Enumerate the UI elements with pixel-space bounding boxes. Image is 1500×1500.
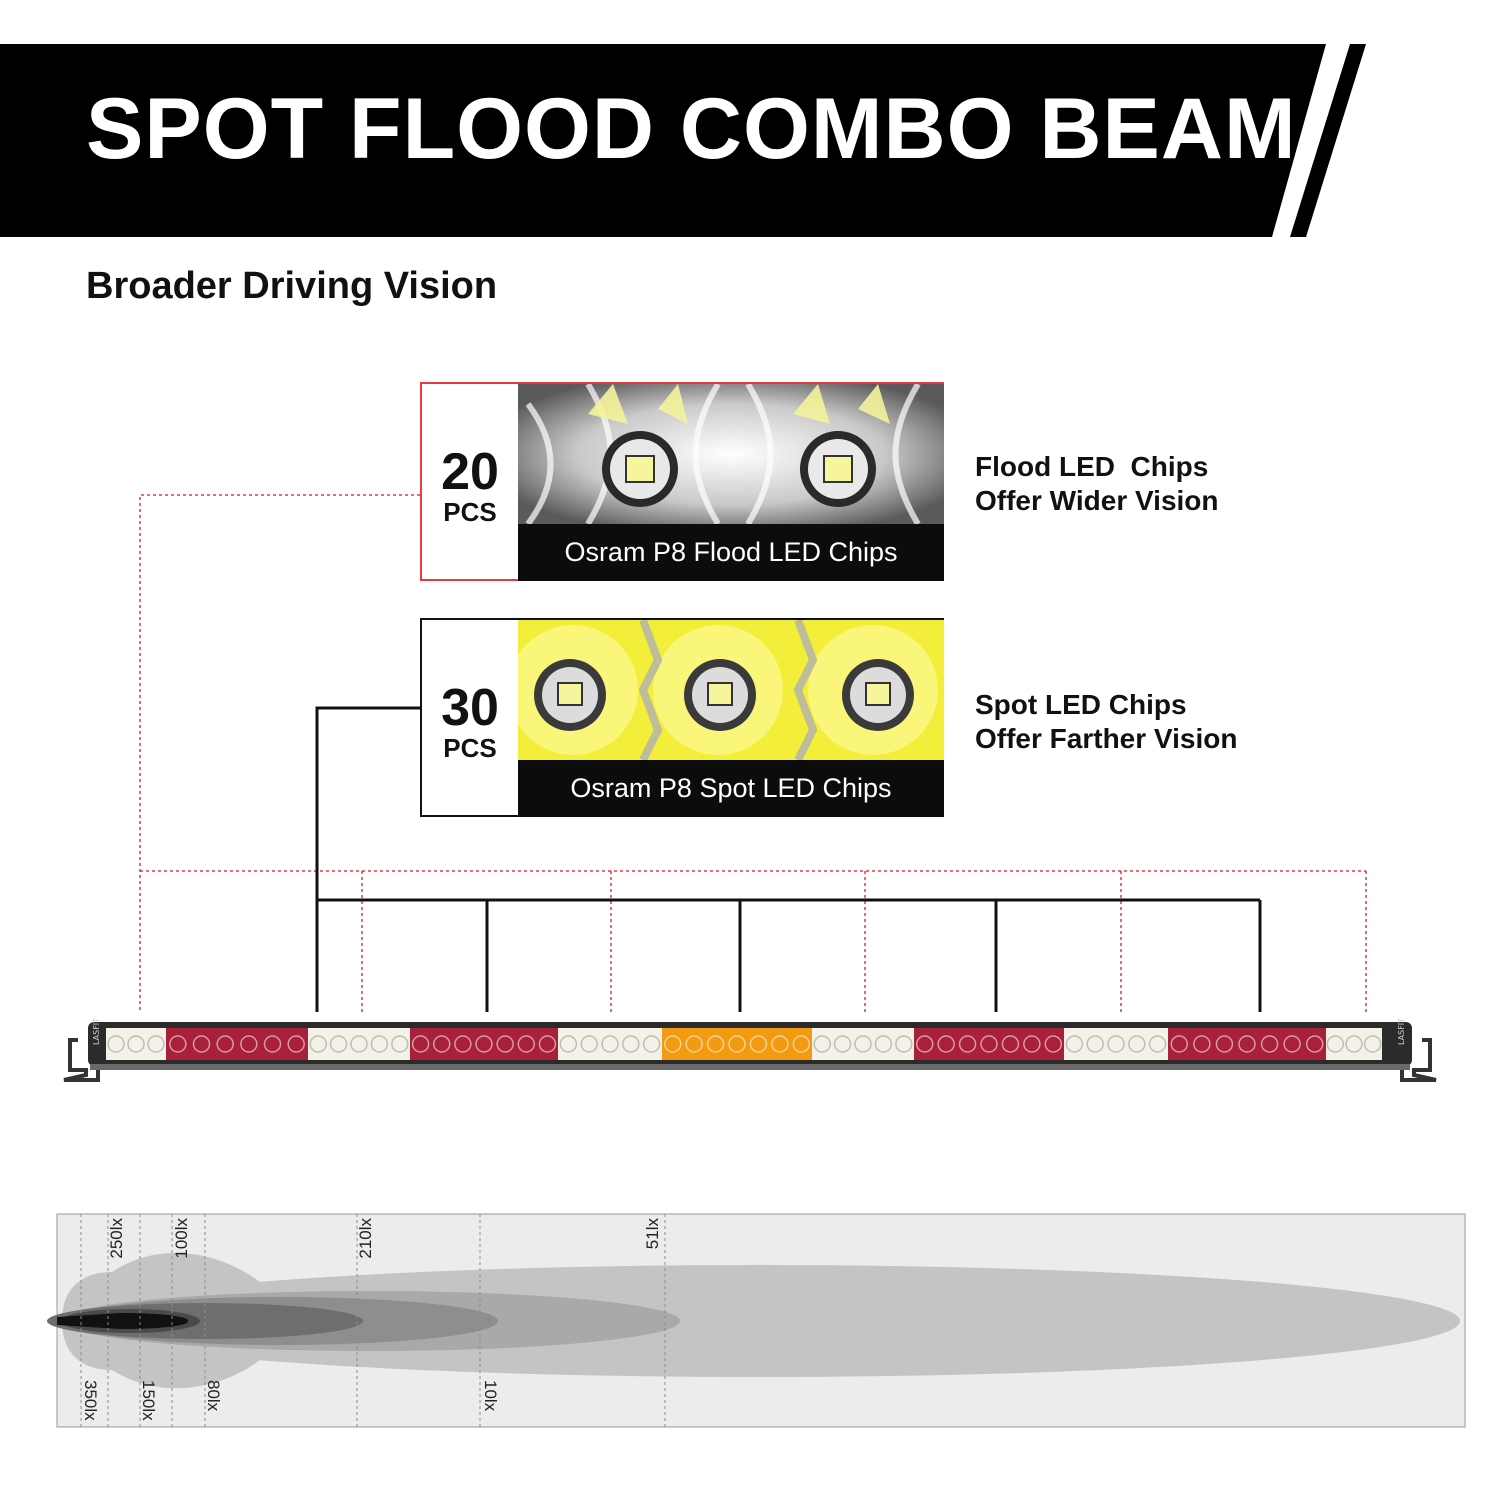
spot-desc-line-1: Spot LED Chips [975,689,1187,720]
flood-count-unit: PCS [443,497,497,527]
beam-source [57,1313,189,1329]
spot-led-3 [842,659,914,731]
spot-desc-line-2: Offer Farther Vision [975,723,1238,754]
light-bar-segment-white [1326,1028,1382,1060]
light-bar-segment-white [558,1028,662,1060]
banner-stripe [1290,44,1366,237]
light-bar-segment-white [812,1028,914,1060]
light-bar-segment-flood [166,1028,308,1060]
flood-connectors [139,494,1367,1012]
light-bar: LASFIT LASFIT [63,1018,1437,1082]
spot-led-2 [684,659,756,731]
lux-label-bottom-2: 150lx [139,1380,158,1421]
lux-label-bottom-1: 350lx [81,1380,100,1421]
page-title: SPOT FLOOD COMBO BEAM [86,81,1297,177]
spot-chip-panel: 30 PCS Osram P8 Spot LED Chips [420,618,944,817]
light-bar-segment-spot [662,1028,812,1060]
flood-desc-line-2: Offer Wider Vision [975,485,1219,516]
light-bar-segment-white [1064,1028,1168,1060]
light-bar-brand-left: LASFIT [92,1018,101,1045]
flood-chip-photo [518,384,944,524]
flood-chip-panel: 20 PCS Osram P8 Flood LED Chips [420,382,944,581]
lux-label-top-3: 210lx [356,1218,375,1259]
flood-chip-count: 20 PCS [422,446,518,527]
left-mount-bracket [63,1038,100,1082]
lux-label-bottom-3: 80lx [204,1380,223,1412]
spot-chip-caption: Osram P8 Spot LED Chips [518,760,944,817]
light-bar-segment-flood [914,1028,1064,1060]
light-bar-segment-flood [1168,1028,1326,1060]
lux-label-top-4: 51lx [643,1218,662,1250]
page-subtitle: Broader Driving Vision [86,265,498,307]
lux-label-bottom-4: 10lx [481,1380,500,1412]
banner-background [0,44,1326,237]
flood-chip-caption: Osram P8 Flood LED Chips [518,524,944,581]
lux-label-top-2: 100lx [172,1218,191,1259]
spot-count-unit: PCS [443,733,497,763]
spot-chip-count: 30 PCS [422,682,518,763]
light-bar-segment-flood [410,1028,558,1060]
right-mount-bracket [1400,1038,1437,1082]
spot-chip-description: Spot LED Chips Offer Farther Vision [975,688,1237,756]
header-banner [0,44,1366,237]
flood-count-number: 20 [441,443,499,501]
spot-count-number: 30 [441,679,499,737]
spot-led-1 [534,659,606,731]
flood-chip-description: Flood LED Chips Offer Wider Vision [975,450,1219,518]
lux-label-top-1: 250lx [107,1218,126,1259]
flood-desc-line-1: Flood LED Chips [975,451,1209,482]
light-bar-segment-white [308,1028,410,1060]
spot-connectors [315,706,1262,1012]
light-bar-segment-white [106,1028,166,1060]
spot-chip-photo [518,620,944,760]
beam-pattern-diagram [47,1213,1466,1428]
light-bar-brand-right: LASFIT [1397,1018,1406,1045]
